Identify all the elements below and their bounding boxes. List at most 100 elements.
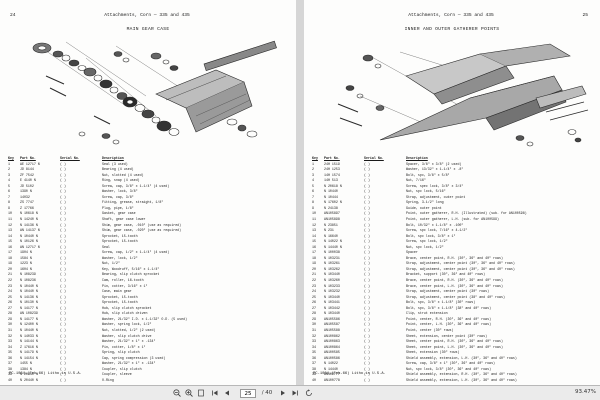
row-description: Point, center, R.H. (30", 36" and 40" ro…: [406, 316, 492, 321]
zoom-in-button[interactable]: [184, 388, 194, 398]
fit-page-button[interactable]: [196, 388, 206, 398]
page-footer: PC-1084-(Feb-66) Litho in U.S.A.: [313, 372, 386, 376]
page-spread[interactable]: 24 Attachments, Corn — 335 and 435 MAIN …: [0, 0, 600, 385]
row-part-no: N 24138: [324, 205, 338, 210]
row-serial-no: ( ): [364, 189, 370, 194]
page-footer: PC-1084-(Feb-66) Litho in U.S.A.: [9, 372, 82, 376]
row-key: 5: [8, 183, 10, 188]
row-key: 18: [8, 255, 12, 260]
row-key: 1: [312, 161, 314, 166]
row-description: Seal (3 used): [102, 161, 128, 166]
row-description: Screw, cap, 3/8" x 1-1/4" (4 used): [102, 183, 170, 188]
row-key: 37: [8, 361, 12, 366]
row-key: 18: [312, 255, 316, 260]
row-serial-no: ( ): [60, 311, 66, 316]
row-part-no: 24H 1253: [324, 167, 340, 172]
row-serial-no: ( ): [60, 172, 66, 177]
row-description: Pin, cotter, 3/16" x 1": [102, 283, 148, 288]
last-page-button[interactable]: [290, 388, 300, 398]
row-part-no: N 14022: [324, 361, 338, 366]
row-description: Coupler, sleeve: [102, 372, 132, 377]
row-key: 31: [312, 327, 316, 332]
row-description: Cap, spring compression (3 used): [102, 355, 166, 360]
row-description: Brace, center point, R.H. (30", 36" and …: [406, 255, 503, 260]
row-serial-no: ( ): [364, 211, 370, 216]
zoom-out-button[interactable]: [172, 388, 182, 398]
row-serial-no: ( ): [60, 278, 66, 283]
row-serial-no: ( ): [60, 217, 66, 222]
row-description: Pin, cotter, 1/8" x 1": [102, 344, 146, 349]
row-description: Nut, spc lock, 5/16": [406, 189, 446, 194]
zoom-level[interactable]: 93.47%: [575, 389, 596, 395]
page-total: / 40: [261, 390, 273, 396]
row-serial-no: ( ): [364, 272, 370, 277]
row-key: 16: [8, 244, 12, 249]
row-part-no: N 10440 N: [20, 289, 38, 294]
rotate-button[interactable]: [304, 388, 314, 398]
page-number-input[interactable]: [240, 389, 256, 398]
row-part-no: N 108236: [20, 278, 36, 283]
row-key: 1: [8, 161, 10, 166]
row-key: 10: [8, 211, 12, 216]
row-serial-no: ( ): [364, 183, 370, 188]
row-part-no: N 103442: [324, 305, 340, 310]
row-description: Shield assembly, extension, L.H. (30", 3…: [406, 377, 517, 382]
row-serial-no: ( ): [60, 294, 66, 299]
row-key: 31: [8, 327, 12, 332]
row-serial-no: ( ): [60, 272, 66, 277]
row-key: 34: [8, 344, 12, 349]
row-part-no: E 4140 N: [20, 178, 36, 183]
row-key: 11: [312, 217, 316, 222]
row-serial-no: ( ): [364, 217, 370, 222]
row-part-no: N 20440 N: [20, 377, 38, 382]
row-key: 25: [8, 294, 12, 299]
row-description: Coupler, slip clutch: [102, 366, 142, 371]
row-description: Washer, lock, 1/2": [102, 255, 138, 260]
row-part-no: Z 17766: [20, 205, 34, 210]
row-serial-no: ( ): [364, 244, 370, 249]
row-key: 36: [312, 355, 316, 360]
row-description: Gasket, gear case: [102, 211, 136, 216]
row-key: 24: [312, 289, 316, 294]
row-key: 34: [312, 344, 316, 349]
next-page-button[interactable]: [278, 388, 288, 398]
row-serial-no: ( ): [364, 377, 370, 382]
row-description: Sprocket, 15-tooth: [102, 239, 138, 244]
first-page-button[interactable]: [210, 388, 220, 398]
row-key: 28: [8, 311, 12, 316]
page-25: Attachments, Corn — 335 and 435 25 INNER…: [304, 0, 600, 385]
prev-page-button[interactable]: [222, 388, 232, 398]
row-description: Screw, spec lock, 3/8" x 3/4": [406, 183, 464, 188]
row-key: 24: [8, 289, 12, 294]
row-key: 27: [8, 305, 12, 310]
row-serial-no: ( ): [60, 344, 66, 349]
row-key: 9: [8, 205, 10, 210]
row-description: Spacer, 3/8" x 3/8" (2 used): [406, 161, 462, 166]
viewer-toolbar: / 40 93.47%: [0, 385, 600, 400]
row-key: 7: [8, 194, 10, 199]
row-serial-no: ( ): [60, 200, 66, 205]
row-serial-no: ( ): [60, 289, 66, 294]
row-serial-no: ( ): [60, 183, 66, 188]
row-part-no: AN100777: [324, 372, 340, 377]
page-24: 24 Attachments, Corn — 335 and 435 MAIN …: [0, 0, 296, 385]
row-part-no: N 103440: [324, 294, 340, 299]
